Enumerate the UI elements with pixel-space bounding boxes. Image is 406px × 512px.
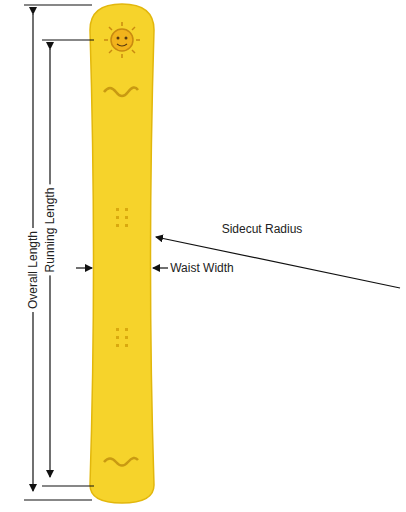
callout-label: Waist Width [170,261,234,275]
dimension-label: Running Length [43,185,57,276]
dimension-label: Overall Length [26,228,40,312]
callout-label: Sidecut Radius [222,222,303,236]
